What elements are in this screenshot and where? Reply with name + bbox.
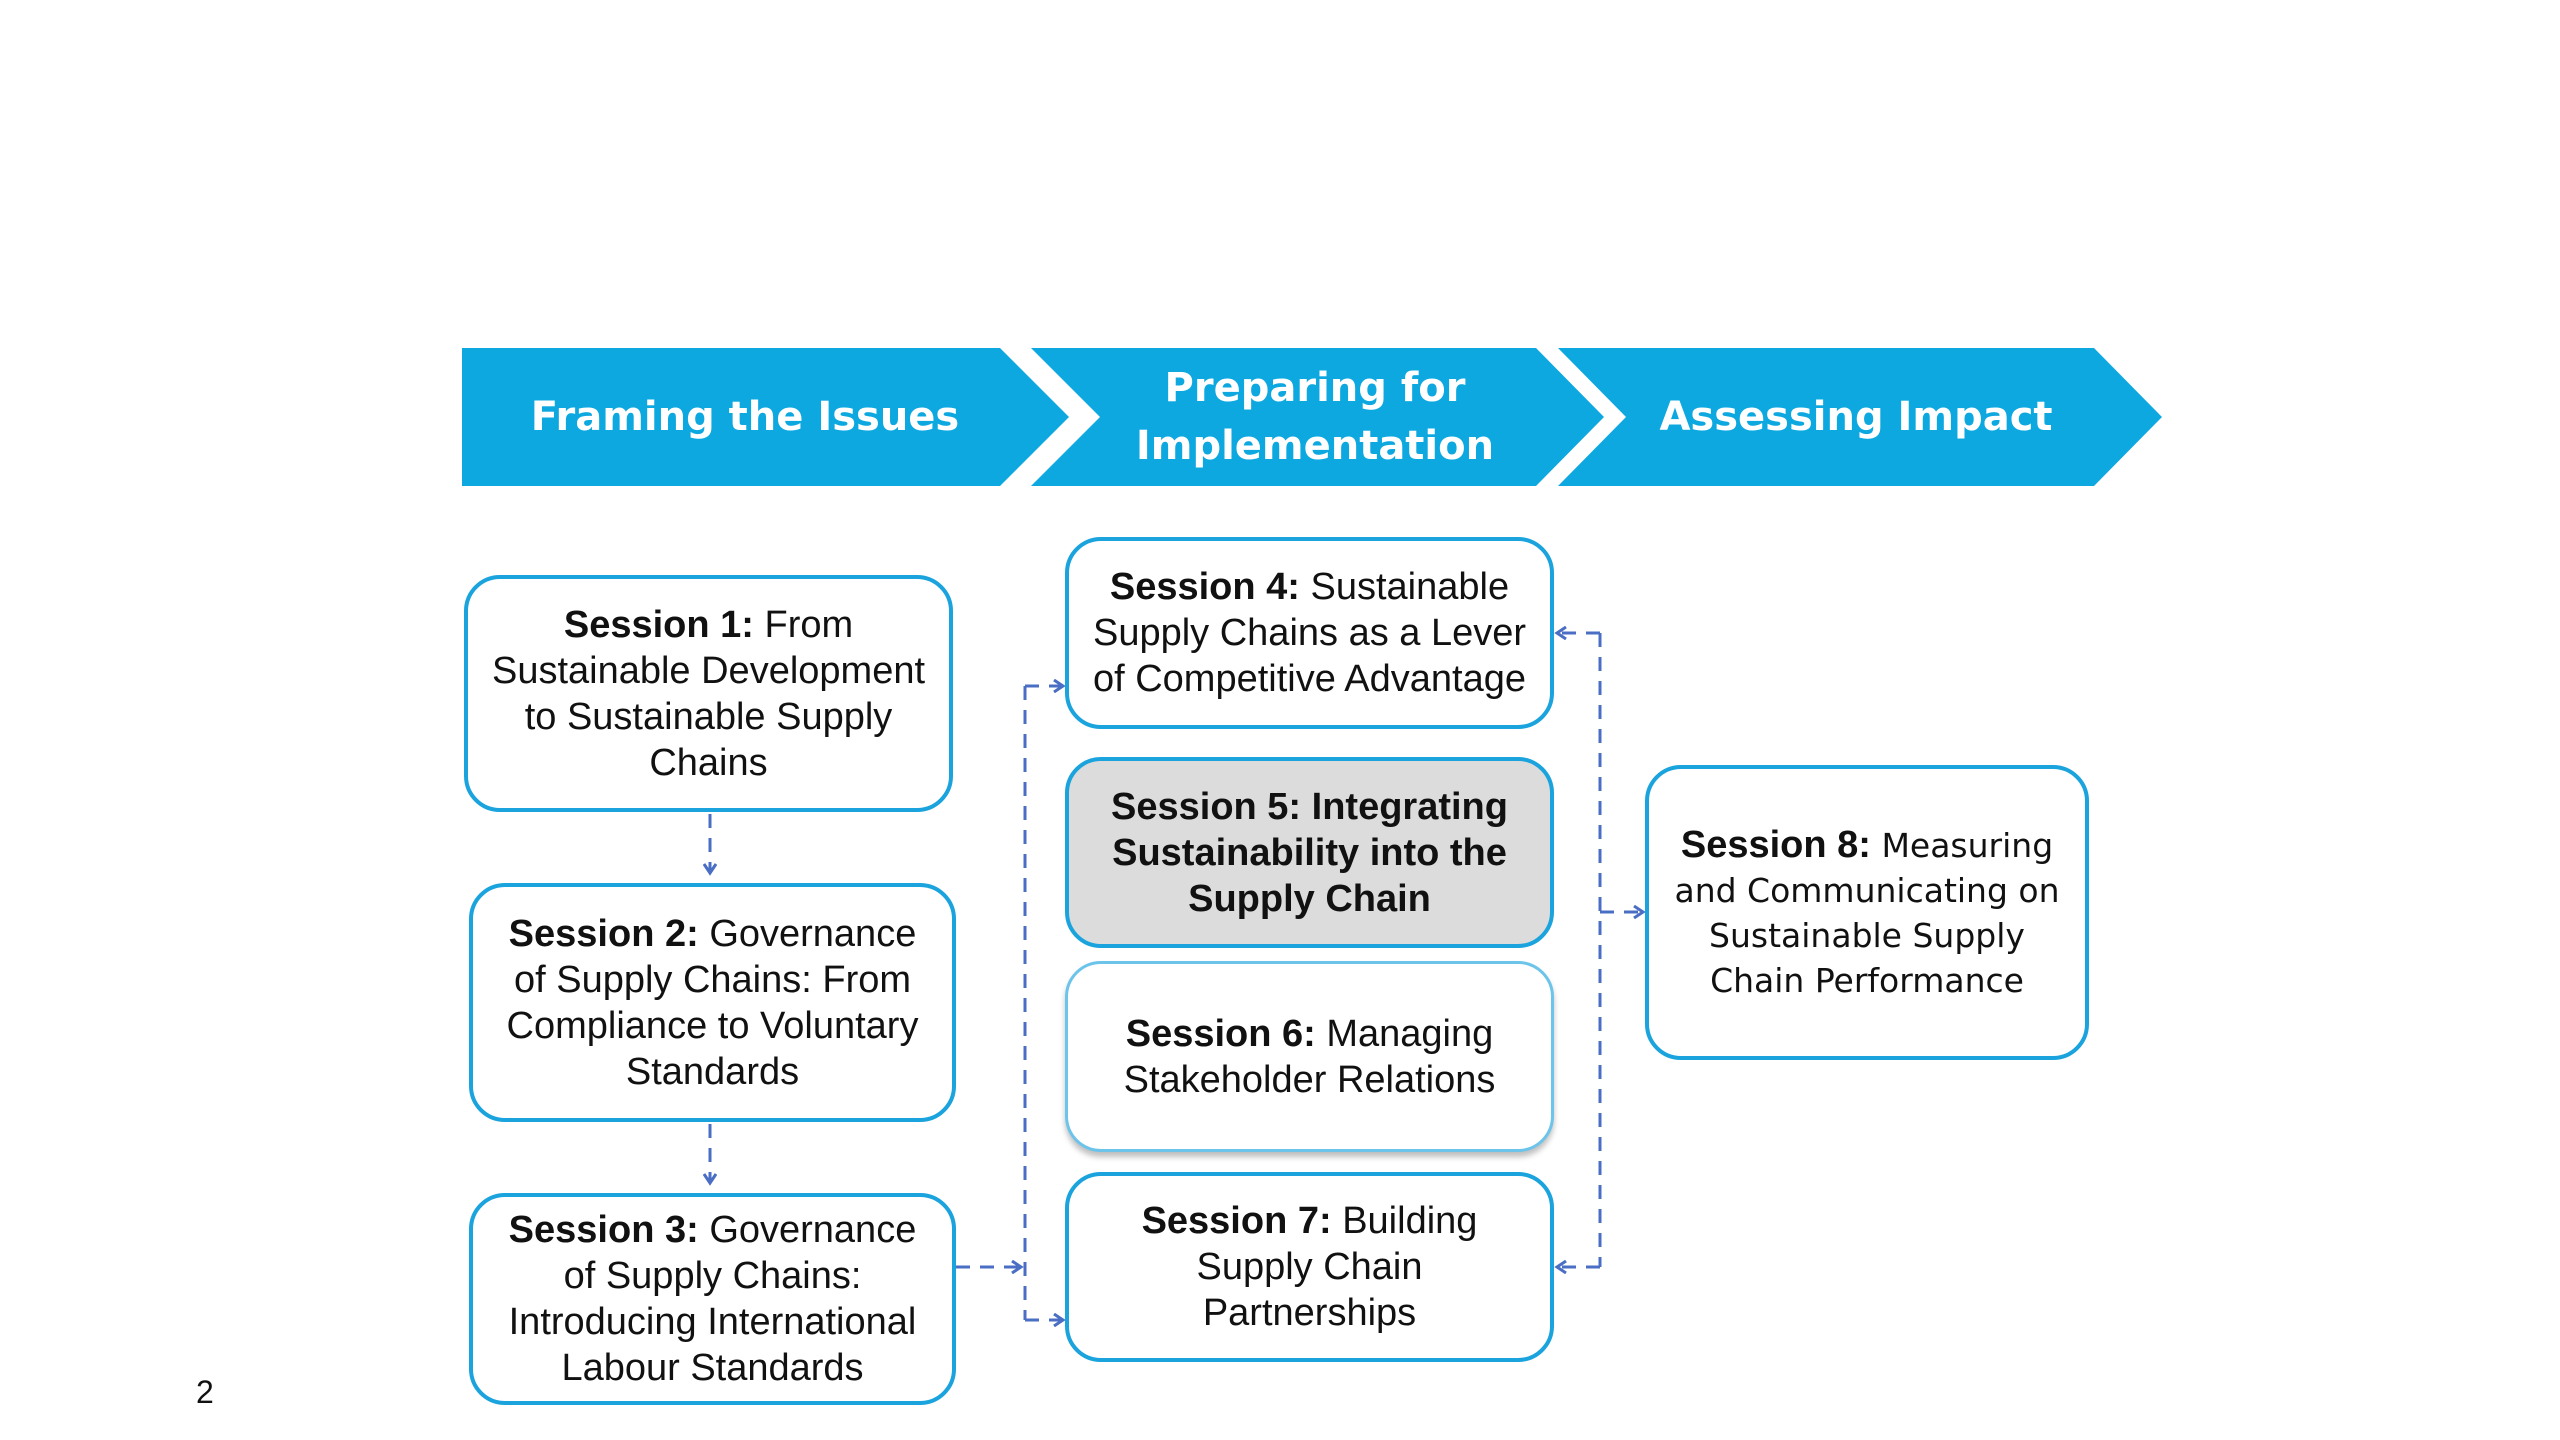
- session-5-title: Integrating Sustainability into the Supp…: [1112, 785, 1508, 920]
- session-6-title: Managing Stakeholder Relations: [1123, 1012, 1496, 1101]
- phase-label-preparing: Preparing for Implementation: [1135, 365, 1495, 469]
- session-8-number: Session 8:: [1680, 823, 1871, 866]
- session-7-title: Building Supply Chain Partnerships: [1196, 1200, 1478, 1334]
- session-4-number: Session 4:: [1109, 566, 1300, 608]
- session-5-number: Session 5:: [1111, 785, 1302, 828]
- session-7-number: Session 7:: [1141, 1200, 1332, 1242]
- phase-chevron-framing: [462, 348, 1069, 486]
- session-7-box: Session 7: Building Supply Chain Partner…: [1065, 1172, 1554, 1362]
- session-8-box: Session 8: Measuring and Communicating o…: [1645, 765, 2089, 1060]
- phase-chevron-preparing: [1031, 348, 1604, 486]
- phase-chevron-assessing: [1558, 348, 2162, 486]
- session-3-title: Governance of Supply Chains: Introducing…: [508, 1209, 917, 1389]
- session-6-box: Session 6: Managing Stakeholder Relation…: [1065, 961, 1554, 1152]
- session-4-box: Session 4: Sustainable Supply Chains as …: [1065, 537, 1554, 729]
- session-1-title: From Sustainable Development to Sustaina…: [491, 603, 926, 784]
- session-1-number: Session 1:: [563, 603, 754, 646]
- session-1-box: Session 1: From Sustainable Development …: [464, 575, 953, 812]
- phase-label-assessing: Assessing Impact: [1659, 394, 2053, 440]
- session-3-box: Session 3: Governance of Supply Chains: …: [469, 1193, 956, 1405]
- session-8-title: Measuring and Communicating on Sustainab…: [1674, 825, 2060, 1000]
- session-6-number: Session 6:: [1125, 1012, 1316, 1055]
- session-2-title: Governance of Supply Chains: From Compli…: [506, 912, 919, 1093]
- phase-label-framing: Framing the Issues: [530, 394, 960, 440]
- session-2-box: Session 2: Governance of Supply Chains: …: [469, 883, 956, 1122]
- session-4-title: Sustainable Supply Chains as a Lever of …: [1092, 566, 1527, 700]
- session-2-number: Session 2:: [508, 912, 699, 955]
- page-number: 2: [196, 1374, 214, 1410]
- session-3-number: Session 3:: [508, 1209, 699, 1251]
- session-5-box: Session 5: Integrating Sustainability in…: [1065, 757, 1554, 948]
